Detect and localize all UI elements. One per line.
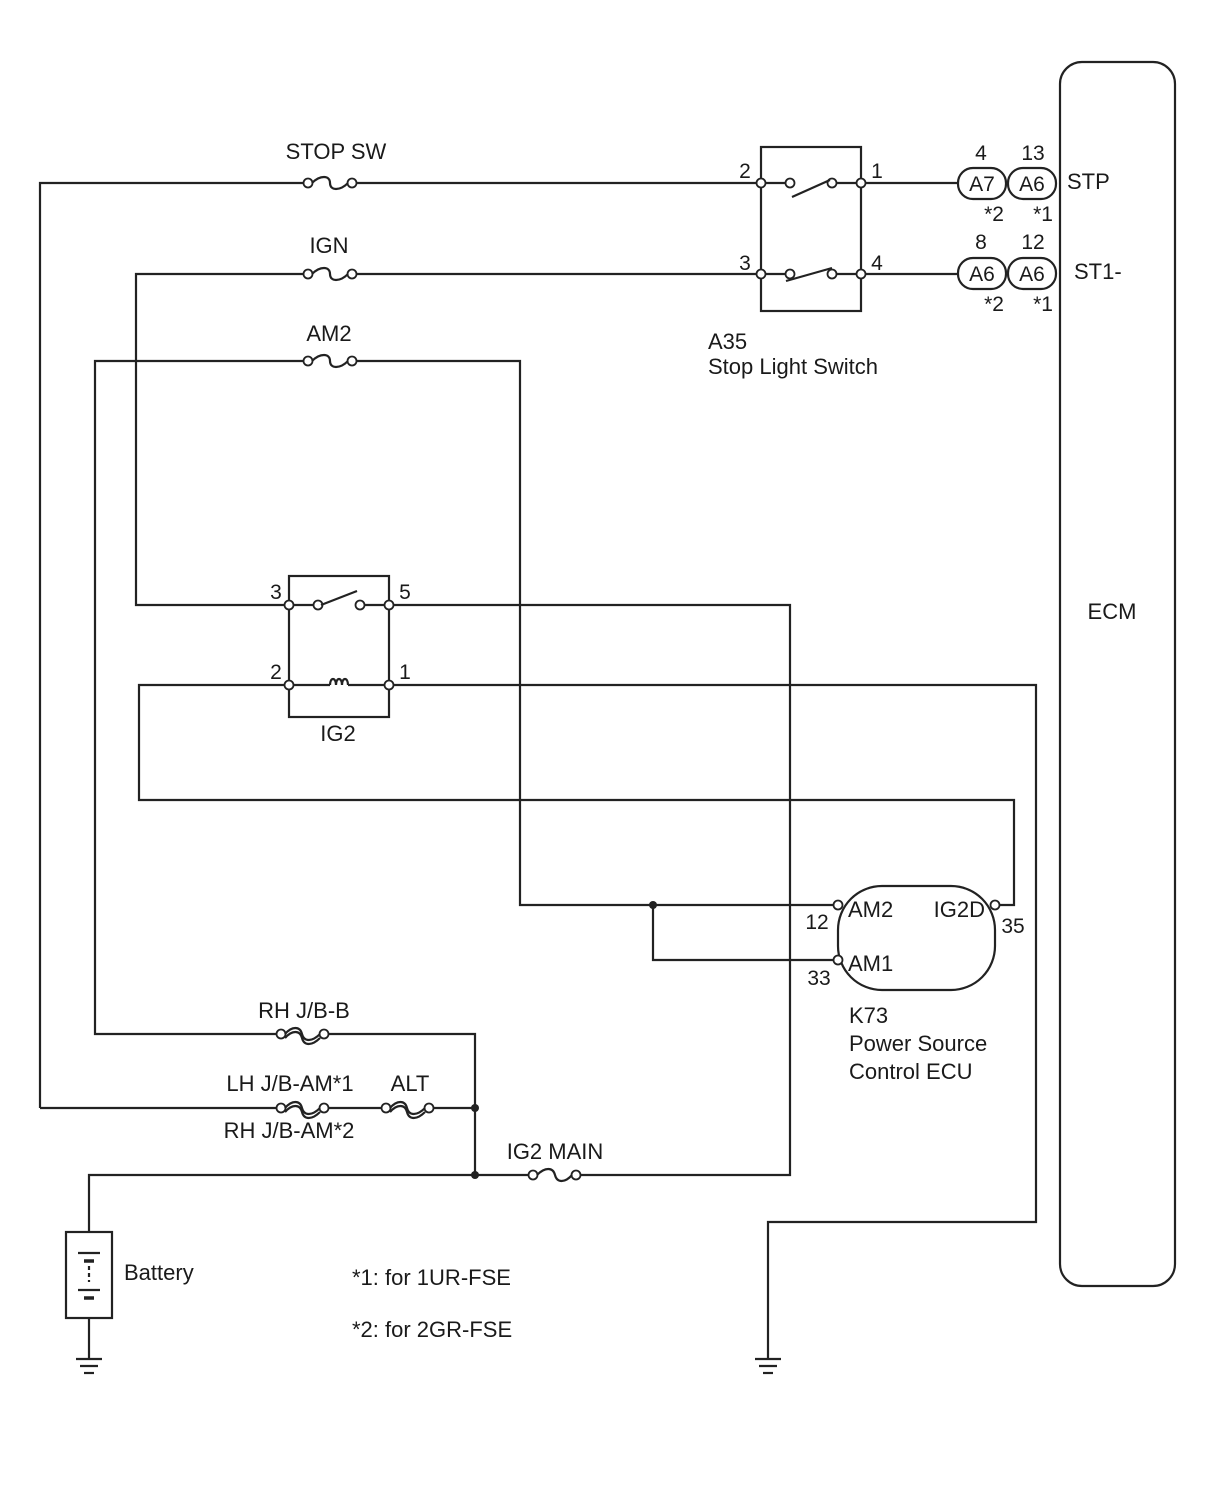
junction-dot [649,901,657,909]
ig2-pin-2: 2 [270,661,282,684]
stp-conn-a: A7 [969,173,995,196]
st1-pin-a: 8 [975,231,987,254]
a35-code: A35 [708,329,747,354]
fuse-stop-sw-label: STOP SW [286,139,387,164]
k73-pin-12: 12 [805,911,828,934]
wire-rhjbb-bus [325,1032,477,1175]
note-2: *2: for 2GR-FSE [352,1317,512,1342]
wire-relay1-ground [390,683,1038,1358]
battery: Battery [64,1230,194,1320]
stp-note-a: *2 [984,203,1004,226]
stp-signal: STP [1067,169,1110,194]
st1-note-a: *2 [984,293,1004,316]
wire-am2-left [93,359,308,1036]
ig2-relay-label: IG2 [320,721,355,746]
stp-conn-b: A6 [1019,173,1045,196]
fuse-alt: ALT [380,1071,435,1120]
k73-pin-35: 35 [1001,915,1024,938]
ground-icon [755,1357,781,1375]
fuse-am2: AM2 [302,321,358,369]
a35-pin-1: 1 [871,160,883,183]
fuse-am2-label: AM2 [306,321,351,346]
k73-box [836,884,997,992]
wire-am2-right [352,359,838,907]
wire-relay5-ig2main [390,603,792,1177]
junction-dot [471,1171,479,1179]
stp-note-b: *1 [1033,203,1053,226]
a35-pin-2: 2 [739,160,751,183]
stop-light-switch: 2 1 3 4 A35 Stop Light Switch [708,145,883,379]
fuse-rh-jb-b: RH J/B-B [258,998,350,1046]
ground-icon [76,1357,102,1375]
fuse-lh-jb-am-label: LH J/B-AM*1 [226,1071,353,1096]
ig2-relay: 3 5 2 1 IG2 [270,574,411,746]
stop-light-switch-box [759,145,863,313]
fuse-ig2-main: IG2 MAIN [507,1139,604,1183]
ig2-pin-5: 5 [399,581,411,604]
fuse-ign-label: IGN [309,233,348,258]
st1-signal: ST1- [1074,259,1122,284]
st1-conn-a: A6 [969,263,995,286]
fuse-stop-sw: STOP SW [286,139,387,191]
connector-st1: A6 A6 8 12 *2 *1 ST1- [956,231,1122,316]
st1-note-b: *1 [1033,293,1053,316]
ig2-relay-box [287,574,391,719]
stp-pin-a: 4 [975,142,987,165]
st1-conn-b: A6 [1019,263,1045,286]
k73-am1-label: AM1 [848,951,893,976]
fuse-ign: IGN [302,233,358,282]
wire-stop-sw [38,181,308,1108]
a35-pin-4: 4 [871,252,883,275]
k73-am2-label: AM2 [848,897,893,922]
k73-name-line2: Control ECU [849,1059,972,1084]
junction-dot [471,1104,479,1112]
stp-pin-b: 13 [1021,142,1044,165]
a35-name: Stop Light Switch [708,354,878,379]
wire-am1 [651,905,838,962]
battery-box [64,1230,114,1320]
ecm-block [1058,60,1177,1288]
st1-pin-b: 12 [1021,231,1044,254]
wire-ign [134,272,308,607]
fuse-rh-jb-am-label: RH J/B-AM*2 [224,1118,355,1143]
k73-pin-33: 33 [807,967,830,990]
k73-name-line1: Power Source [849,1031,987,1056]
fuse-rh-jb-b-label: RH J/B-B [258,998,350,1023]
power-source-control-ecu: AM2 AM1 IG2D 12 33 35 K73 Power Source C… [805,884,1025,1084]
k73-ig2d-label: IG2D [934,897,985,922]
fuse-lh-jb-am: LH J/B-AM*1 RH J/B-AM*2 [224,1071,355,1143]
wire-relay2-ig2d [137,683,1016,907]
connector-stp: A7 A6 4 13 *2 *1 STP [956,142,1110,226]
ig2-pin-3: 3 [270,581,282,604]
a35-pin-3: 3 [739,252,751,275]
ecm-label: ECM [1088,599,1137,624]
ig2-pin-1: 1 [399,661,411,684]
fuse-alt-label: ALT [391,1071,430,1096]
battery-label: Battery [124,1260,194,1285]
wire-battery-bus [87,1173,532,1232]
k73-code: K73 [849,1003,888,1028]
fuse-ig2-main-label: IG2 MAIN [507,1139,604,1164]
note-1: *1: for 1UR-FSE [352,1265,511,1290]
